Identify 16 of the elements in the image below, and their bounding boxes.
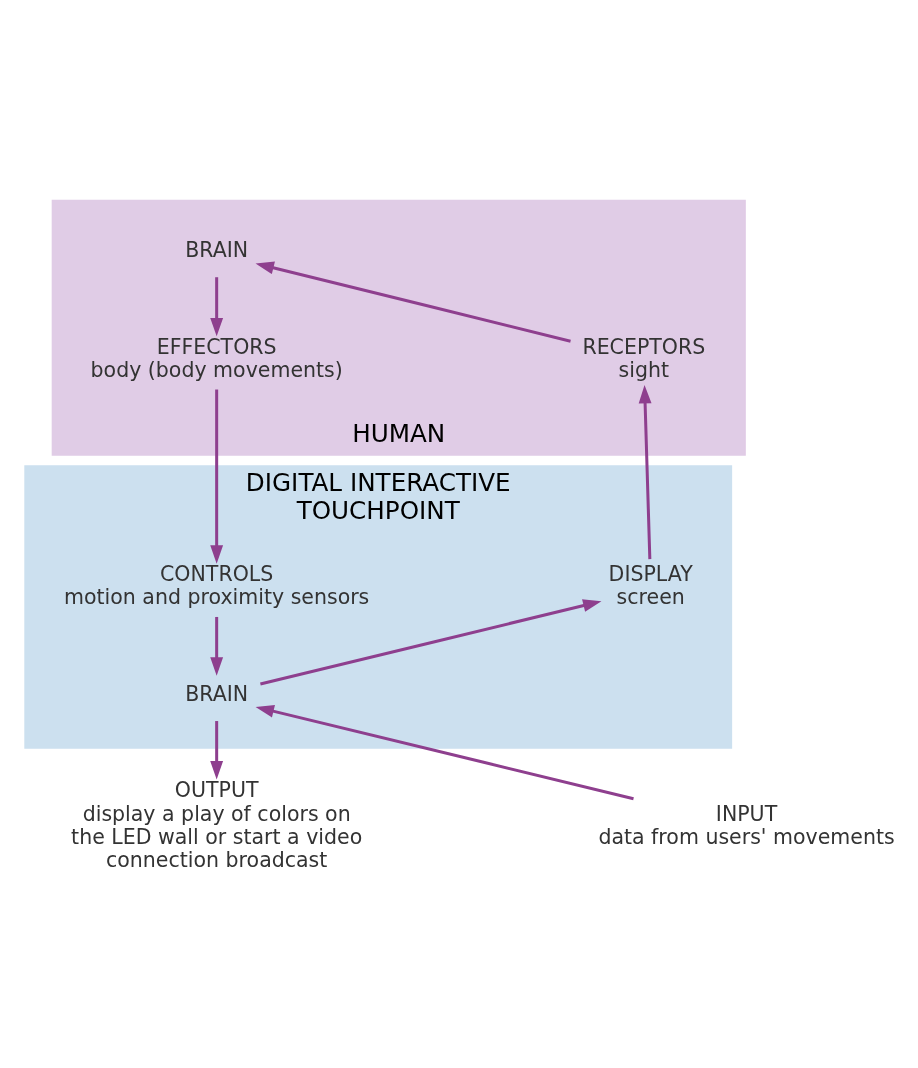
arrow — [210, 720, 224, 779]
arrow — [260, 598, 602, 686]
arrow — [210, 276, 224, 336]
node-text: BRAIN — [185, 237, 249, 262]
node-text: EFFECTORS body (body movements) — [90, 334, 343, 382]
node-text: OUTPUT display a play of colors on the LED wall or start a video connection broadcast — [71, 777, 363, 872]
node-text: RECEPTORS sight — [582, 334, 706, 382]
arrow — [255, 261, 571, 343]
node-text: INPUT data from users' movements — [598, 801, 895, 849]
arrow — [638, 384, 652, 559]
arrow — [255, 704, 634, 800]
node-text: CONTROLS motion and proximity sensors — [64, 561, 370, 609]
arrow — [210, 389, 224, 564]
node-text: BRAIN — [185, 681, 249, 706]
node-text: DISPLAY screen — [608, 561, 693, 609]
arrow — [210, 616, 224, 676]
